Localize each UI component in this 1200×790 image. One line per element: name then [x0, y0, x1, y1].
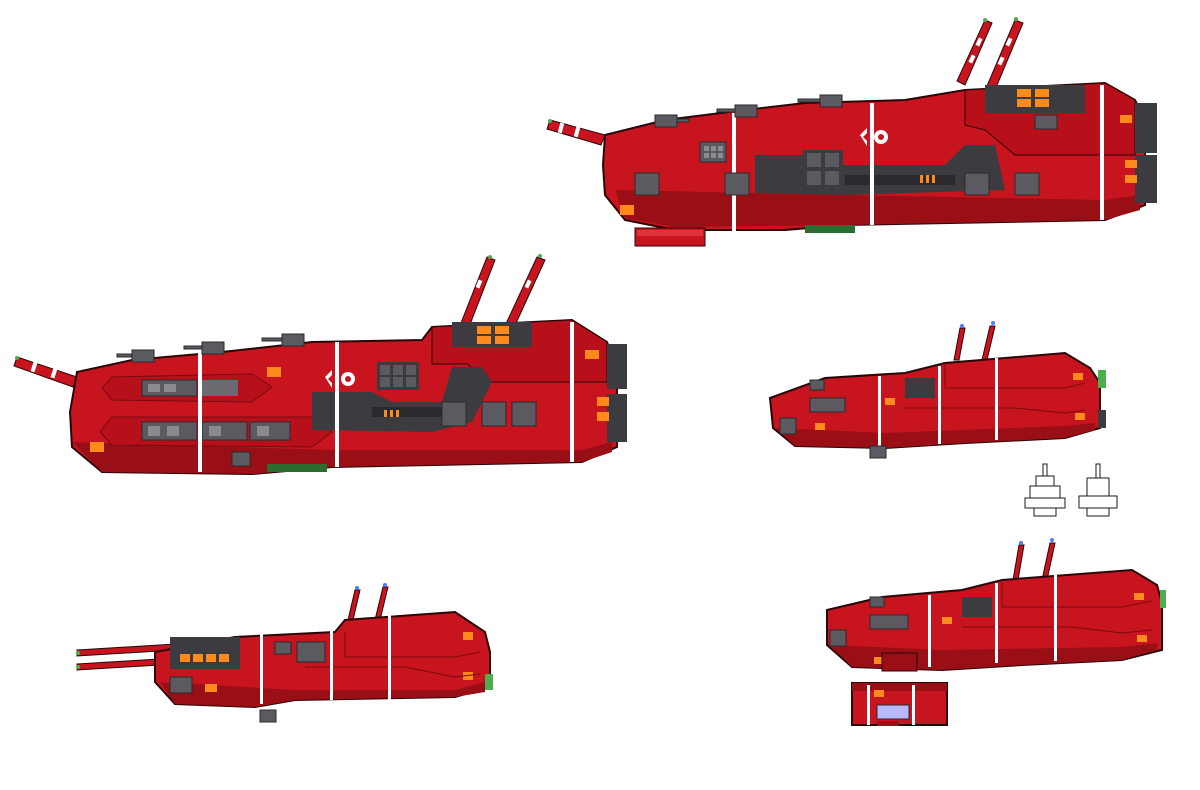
module-outline-sprite-a: [1022, 462, 1072, 522]
cruiser-sprite-right: [765, 318, 1110, 468]
module-outline-b-svg: [1078, 463, 1118, 517]
battleship-sprite-left: [12, 252, 632, 482]
cruiser-bottom-right-svg: [826, 538, 1166, 726]
faction-emblem-icon: [860, 128, 867, 146]
cruiser-right-svg: [768, 321, 1106, 459]
destroyer-bottom-left-svg: [76, 583, 493, 723]
cruiser-sprite-bottom-right: [822, 535, 1167, 730]
battleship-top-svg: [546, 17, 1157, 247]
battleship-sprite-top: [545, 15, 1165, 255]
battleship-left-svg: [13, 254, 627, 476]
module-outline-sprite-b: [1075, 462, 1125, 522]
destroyer-sprite-bottom-left: [75, 582, 505, 732]
module-outline-a-svg: [1024, 463, 1066, 517]
faction-emblem-icon: [325, 370, 332, 388]
